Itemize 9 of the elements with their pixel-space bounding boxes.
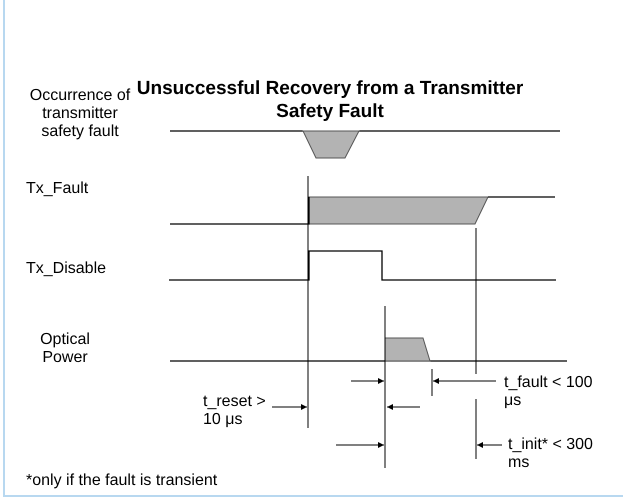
- timing-label: t_reset > 10 μs: [203, 393, 267, 429]
- signal-name: Tx_Fault: [26, 180, 90, 198]
- timing-label: t_init* < 300 ms: [508, 436, 594, 472]
- signal-name: Tx_Disable: [26, 260, 108, 278]
- diagram-title: Unsuccessful Recovery from a Transmitter Safety Fault: [136, 77, 524, 123]
- signal-name: Occurrence of transmitter safety fault: [28, 87, 132, 141]
- timing-label: t_fault < 100 μs: [504, 374, 594, 410]
- signal-name: Optical Power: [39, 331, 91, 367]
- footnote: *only if the fault is transient: [26, 472, 218, 490]
